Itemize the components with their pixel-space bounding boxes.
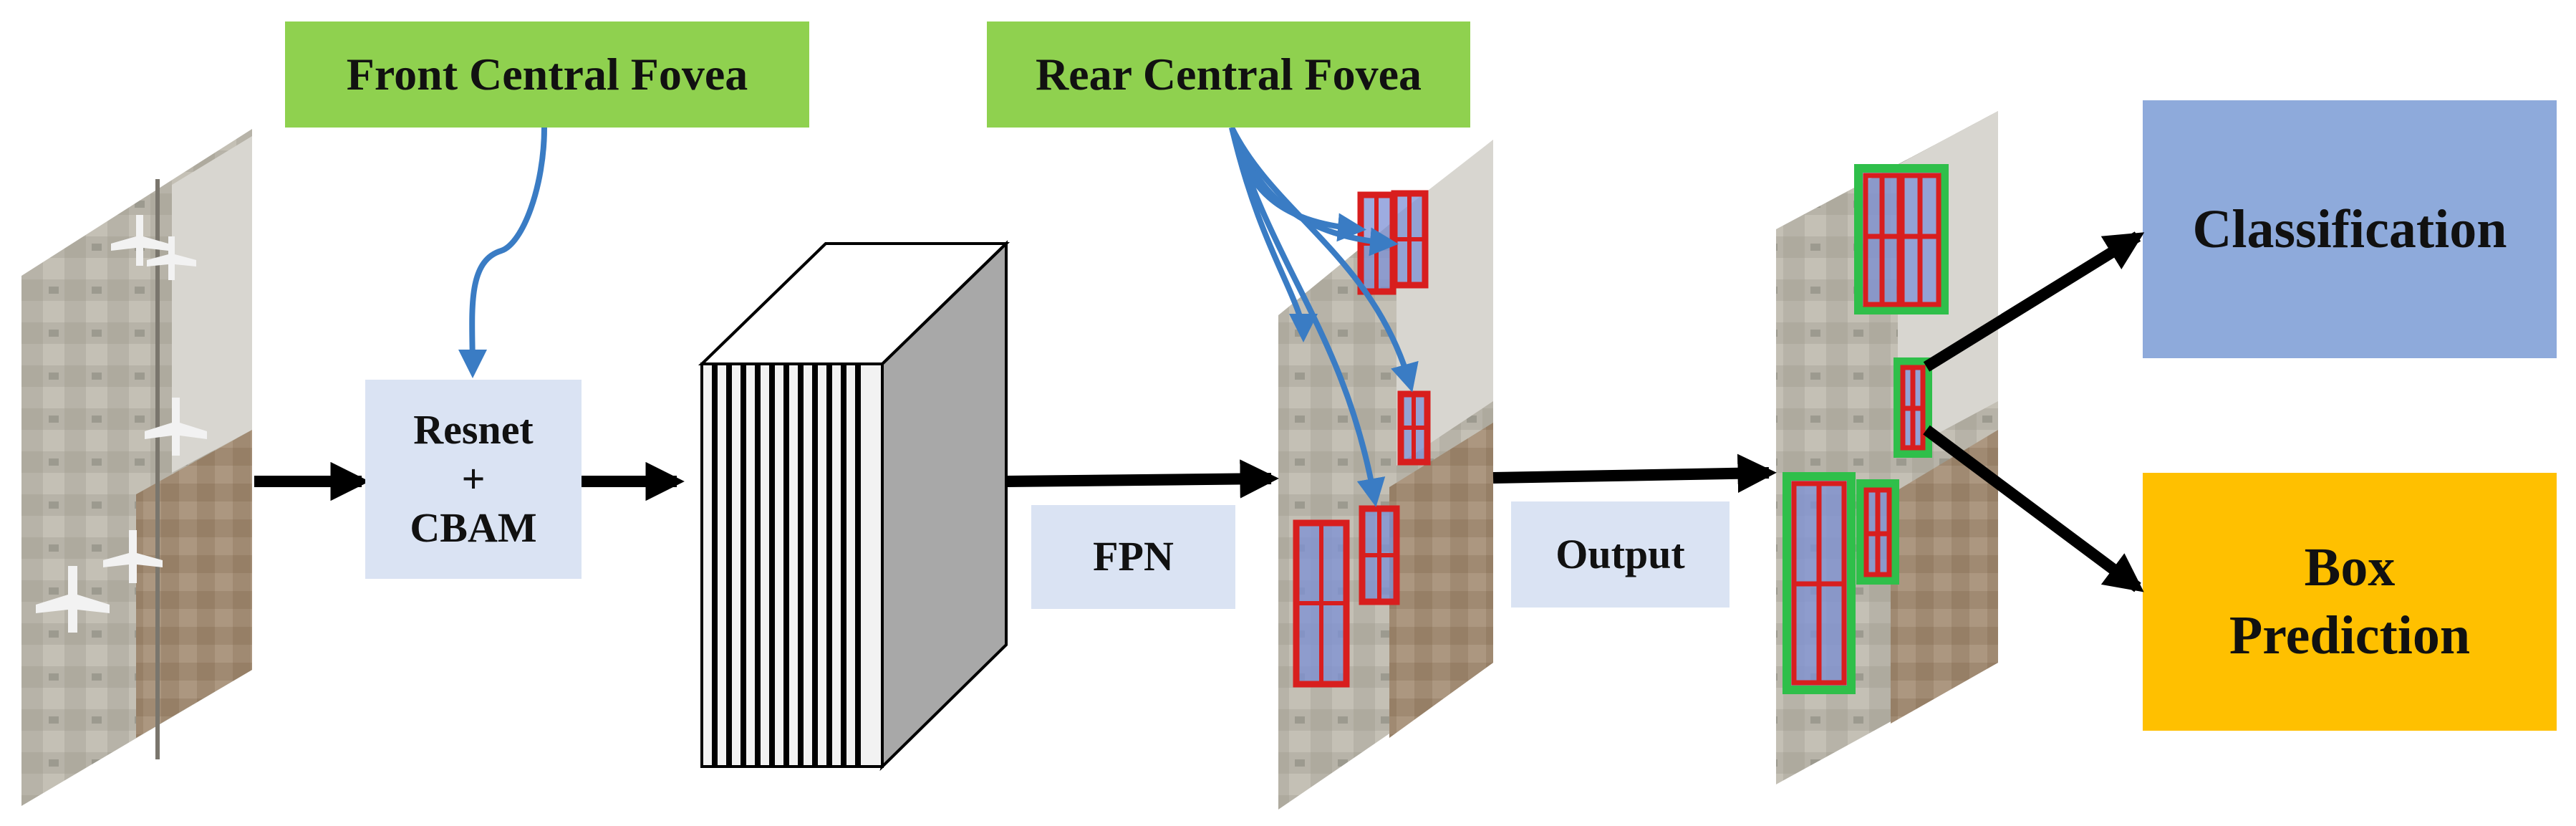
box-prediction-line: Box — [2304, 537, 2396, 597]
backbone-label-line: Resnet — [413, 406, 534, 453]
box-prediction-box — [2143, 473, 2557, 731]
attention-arrows — [458, 126, 1419, 507]
box-prediction-line: Prediction — [2229, 605, 2471, 666]
classification-box — [2143, 100, 2557, 358]
backbone-label-line: + — [461, 455, 486, 502]
fpn-label: FPN — [1031, 505, 1235, 609]
classification-label: Classification — [2192, 198, 2507, 259]
aircraft-icon — [36, 215, 207, 633]
box-prediction-label: Box Prediction — [2143, 473, 2557, 731]
feature-map-stack — [698, 240, 1010, 772]
rear-fovea-label: Rear Central Fovea — [987, 21, 1470, 128]
output-detection-image — [1776, 111, 1998, 784]
output-label: Output — [1511, 501, 1730, 608]
backbone-label-line: CBAM — [410, 504, 537, 552]
backbone-label: Resnet + CBAM — [365, 380, 582, 579]
input-aerial-image — [21, 129, 252, 806]
front-fovea-label: Front Central Fovea — [285, 21, 809, 128]
flow-arrows — [254, 231, 2145, 592]
